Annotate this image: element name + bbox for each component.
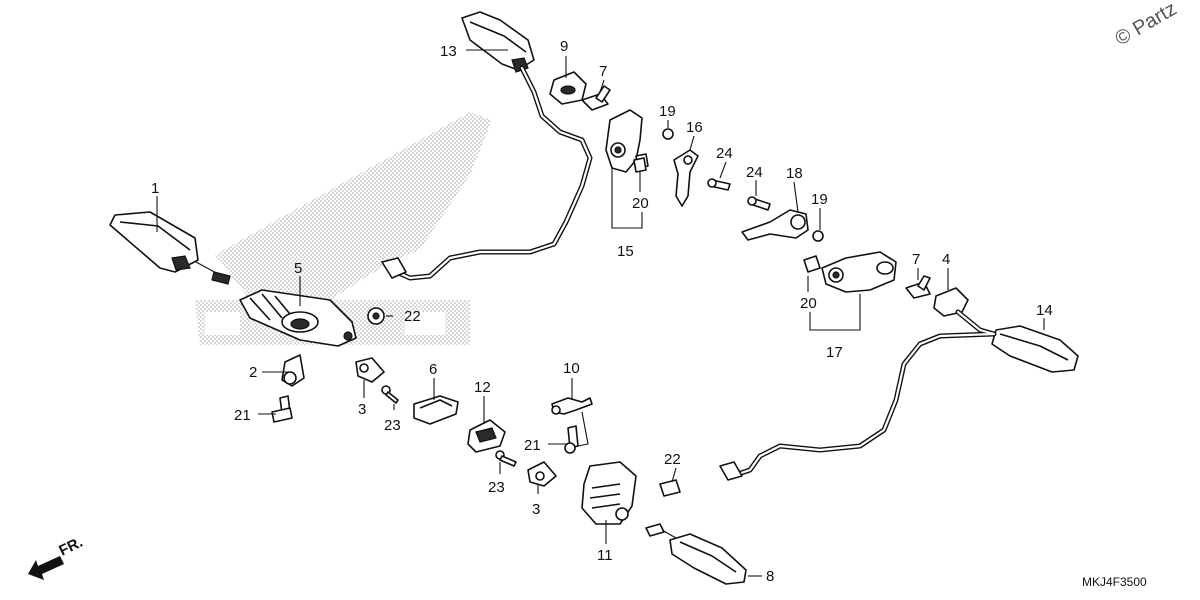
part-24-bolt-upper (707, 178, 731, 191)
callout-20-left: 20 (632, 195, 649, 212)
leader-lines (156, 49, 1045, 577)
callout-10: 10 (563, 360, 580, 377)
part-8-rear-winker (645, 523, 747, 585)
callout-21-center: 21 (524, 437, 541, 454)
vehicle-silhouette (195, 112, 492, 345)
callout-1: 1 (151, 180, 159, 197)
callout-24-right: 24 (746, 164, 763, 181)
part-20-clip-left (633, 157, 647, 173)
part-11-base (581, 461, 637, 525)
callout-7-right: 7 (912, 251, 920, 268)
callout-23-center: 23 (488, 479, 505, 496)
callout-5: 5 (294, 260, 302, 277)
front-arrow-label: FR. (56, 534, 85, 560)
callout-22-left: 22 (404, 308, 421, 325)
callout-4: 4 (942, 251, 950, 268)
part-14-rear-right-winker (719, 309, 1079, 481)
callout-14: 14 (1036, 302, 1053, 319)
part-5-rubber-cover (239, 289, 357, 347)
part-23-screw-center (495, 450, 517, 467)
part-21-bolt-left (271, 395, 293, 423)
part-7-collar-left (581, 85, 611, 111)
callout-13: 13 (440, 43, 457, 60)
part-22-nut-left (367, 307, 385, 325)
callout-23-left: 23 (384, 417, 401, 434)
part-6-lens-cover (413, 395, 459, 425)
diagram-code: MKJ4F3500 (1082, 575, 1147, 589)
part-16-plate (673, 149, 699, 207)
callout-15: 15 (617, 243, 634, 260)
callout-22-right: 22 (664, 451, 681, 468)
callout-12: 12 (474, 379, 491, 396)
callout-16: 16 (686, 119, 703, 136)
part-24-bolt-lower (747, 196, 771, 211)
callout-3-center: 3 (532, 501, 540, 518)
part-20-clip-right (803, 255, 821, 273)
part-19-nut-right (812, 230, 824, 242)
callout-19-left: 19 (659, 103, 676, 120)
part-10-bracket (551, 397, 593, 447)
part-18-bracket (741, 209, 809, 241)
part-2-collar (281, 354, 305, 387)
part-4-rubber (933, 287, 969, 317)
part-13-front-right-winker (381, 11, 593, 281)
callout-2: 2 (249, 364, 257, 381)
part-9-rubber (549, 71, 587, 105)
part-1-front-left-winker (109, 211, 231, 285)
callout-labels: 1 2 3 3 4 5 6 7 7 8 9 10 11 12 13 14 15 … (151, 38, 1053, 585)
part-3-clip-left (355, 357, 385, 383)
watermark-text: © Partz (1112, 0, 1181, 50)
callout-8: 8 (766, 568, 774, 585)
part-21-bolt-center (564, 425, 579, 454)
front-direction-arrow: FR. (28, 534, 85, 580)
callout-17: 17 (826, 344, 843, 361)
part-7-collar-right (905, 275, 931, 299)
part-12-socket (467, 419, 506, 453)
part-22-nut-right (659, 479, 681, 497)
part-23-screw-left (381, 385, 399, 404)
callout-20-right: 20 (800, 295, 817, 312)
callout-9: 9 (560, 38, 568, 55)
callout-3-left: 3 (358, 401, 366, 418)
callout-6: 6 (429, 361, 437, 378)
callout-24-left: 24 (716, 145, 733, 162)
part-3-clip-center (527, 461, 557, 487)
callout-21-left: 21 (234, 407, 251, 424)
callout-19-right: 19 (811, 191, 828, 208)
callout-18: 18 (786, 165, 803, 182)
part-19-nut-left (662, 128, 674, 140)
callout-11: 11 (597, 547, 613, 564)
part-17-stay-bracket (821, 251, 897, 293)
callout-7-left: 7 (599, 63, 607, 80)
